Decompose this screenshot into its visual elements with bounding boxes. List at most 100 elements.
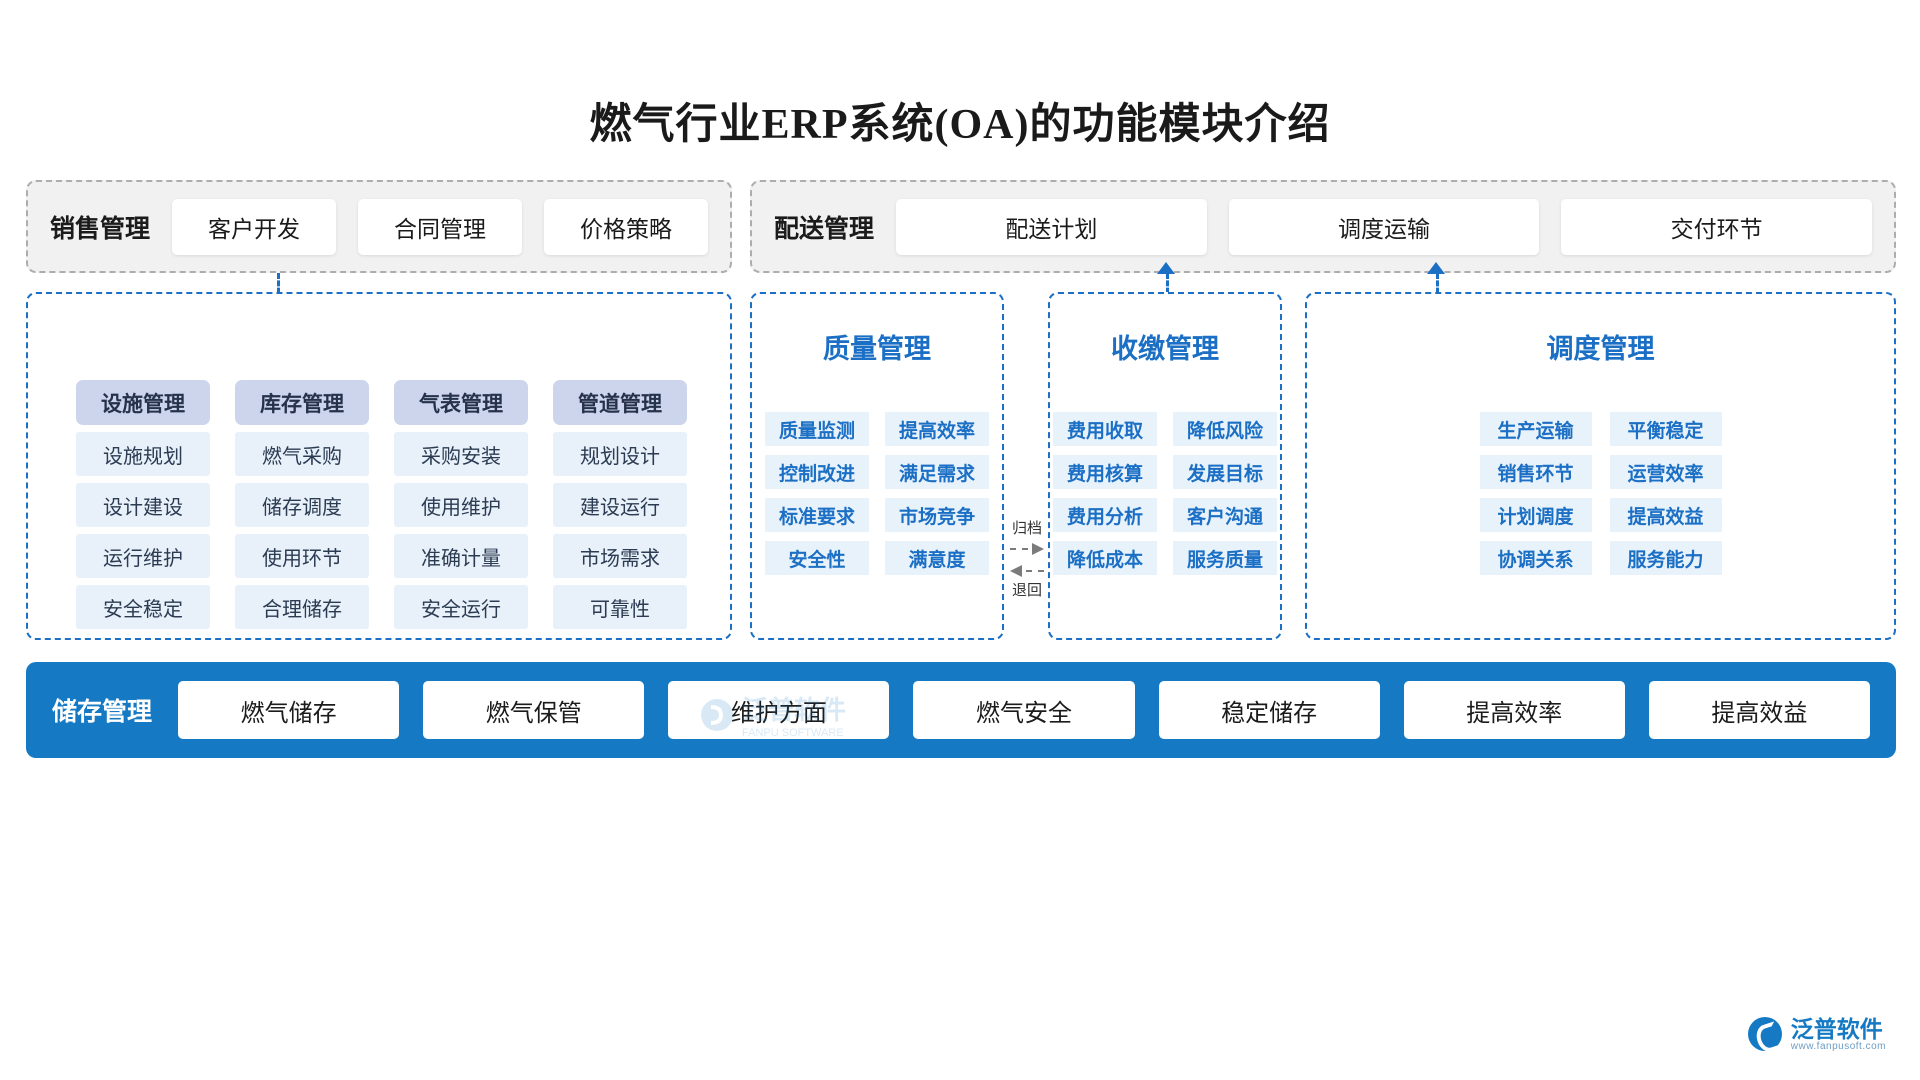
- quality-left-1[interactable]: 控制改进: [765, 455, 869, 489]
- core-cell-inventory-2[interactable]: 使用环节: [235, 534, 369, 578]
- fees-item-grid: 费用收取 费用核算 费用分析 降低成本 降低风险 发展目标 客户沟通 服务质量: [1050, 412, 1280, 575]
- core-cell-gasmeter-1[interactable]: 使用维护: [394, 483, 528, 527]
- quality-left-3[interactable]: 安全性: [765, 541, 869, 575]
- core-cell-facility-2[interactable]: 运行维护: [76, 534, 210, 578]
- dispatch-right-0[interactable]: 平衡稳定: [1609, 412, 1722, 446]
- quality-right-1[interactable]: 满足需求: [885, 455, 989, 489]
- core-cell-facility-0[interactable]: 设施规划: [76, 432, 210, 476]
- delivery-chip-group: 配送计划 调度运输 交付环节: [896, 198, 1872, 255]
- chip-customer-development[interactable]: 客户开发: [172, 198, 337, 255]
- dispatch-left-1[interactable]: 销售环节: [1479, 455, 1592, 489]
- chip-delivery-plan[interactable]: 配送计划: [896, 198, 1207, 255]
- quality-right-2[interactable]: 市场竞争: [885, 498, 989, 532]
- chip-maintenance[interactable]: 维护方面: [668, 681, 890, 739]
- core-cell-facility-3[interactable]: 安全稳定: [76, 585, 210, 629]
- brand-mark-icon: [1747, 1017, 1782, 1052]
- panel-title-sales: 销售管理: [50, 215, 151, 243]
- return-label: 退回: [1011, 583, 1042, 599]
- core-cell-gasmeter-3[interactable]: 安全运行: [394, 585, 528, 629]
- panel-storage-management: 储存管理 燃气储存 燃气保管 维护方面 燃气安全 稳定储存 提高效率 提高效益: [26, 662, 1896, 758]
- chip-price-strategy[interactable]: 价格策略: [544, 198, 709, 255]
- panel-dispatch-management: 调度管理 生产运输 销售环节 计划调度 协调关系 平衡稳定 运营效率 提高效益 …: [1305, 292, 1896, 640]
- dispatch-right-3[interactable]: 服务能力: [1609, 541, 1722, 575]
- fees-left-2[interactable]: 费用分析: [1053, 498, 1157, 532]
- brand-name: 泛普软件: [1790, 1015, 1883, 1042]
- fees-column-left: 费用收取 费用核算 费用分析 降低成本: [1053, 412, 1157, 575]
- core-cell-inventory-1[interactable]: 储存调度: [235, 483, 369, 527]
- core-cell-gasmeter-2[interactable]: 准确计量: [394, 534, 528, 578]
- core-column-facility: 设施管理 设施规划 设计建设 运行维护 安全稳定: [76, 380, 210, 629]
- dispatch-left-2[interactable]: 计划调度: [1479, 498, 1592, 532]
- core-cell-inventory-0[interactable]: 燃气采购: [235, 432, 369, 476]
- dispatch-left-3[interactable]: 协调关系: [1479, 541, 1592, 575]
- fees-left-0[interactable]: 费用收取: [1053, 412, 1157, 446]
- panel-delivery-management: 配送管理 配送计划 调度运输 交付环节: [750, 180, 1896, 273]
- arrow-up-fees-to-delivery: [1157, 262, 1175, 274]
- dispatch-right-1[interactable]: 运营效率: [1609, 455, 1722, 489]
- quality-left-0[interactable]: 质量监测: [765, 412, 869, 446]
- quality-right-3[interactable]: 满意度: [885, 541, 989, 575]
- quality-item-grid: 质量监测 控制改进 标准要求 安全性 提高效率 满足需求 市场竞争 满意度: [752, 412, 1002, 575]
- dispatch-left-0[interactable]: 生产运输: [1479, 412, 1592, 446]
- core-cell-facility-1[interactable]: 设计建设: [76, 483, 210, 527]
- quality-right-0[interactable]: 提高效率: [885, 412, 989, 446]
- core-cell-gasmeter-0[interactable]: 采购安装: [394, 432, 528, 476]
- arrow-up-dispatch-to-delivery: [1427, 262, 1445, 274]
- arrow-right-icon: [1010, 543, 1044, 555]
- connector-dispatch-to-delivery: [1436, 273, 1439, 301]
- chip-delivery-stage[interactable]: 交付环节: [1561, 198, 1872, 255]
- chip-dispatch-transport[interactable]: 调度运输: [1228, 198, 1540, 255]
- fees-column-right: 降低风险 发展目标 客户沟通 服务质量: [1173, 412, 1277, 575]
- core-column-inventory: 库存管理 燃气采购 储存调度 使用环节 合理储存: [235, 380, 369, 629]
- section-title-fees: 收缴管理: [1111, 334, 1219, 364]
- quality-left-2[interactable]: 标准要求: [765, 498, 869, 532]
- fees-right-2[interactable]: 客户沟通: [1173, 498, 1277, 532]
- dispatch-column-right: 平衡稳定 运营效率 提高效益 服务能力: [1609, 412, 1722, 575]
- fees-right-0[interactable]: 降低风险: [1173, 412, 1277, 446]
- chip-stable-storage[interactable]: 稳定储存: [1158, 681, 1380, 739]
- core-column-gasmeter: 气表管理 采购安装 使用维护 准确计量 安全运行: [394, 380, 528, 629]
- core-cell-pipeline-0[interactable]: 规划设计: [553, 432, 687, 476]
- arrow-right-archive-row: [1006, 538, 1048, 560]
- core-cell-pipeline-3[interactable]: 可靠性: [553, 585, 687, 629]
- core-cell-pipeline-2[interactable]: 市场需求: [553, 534, 687, 578]
- panel-sales-management: 销售管理 客户开发 合同管理 价格策略: [26, 180, 732, 273]
- fees-right-3[interactable]: 服务质量: [1173, 541, 1277, 575]
- panel-core-modules: 设施管理 设施规划 设计建设 运行维护 安全稳定 库存管理 燃气采购 储存调度 …: [26, 292, 732, 640]
- fees-left-3[interactable]: 降低成本: [1053, 541, 1157, 575]
- arrow-left-icon: [1010, 565, 1044, 577]
- dispatch-item-grid: 生产运输 销售环节 计划调度 协调关系 平衡稳定 运营效率 提高效益 服务能力: [1307, 412, 1894, 575]
- connector-sales-to-core: [277, 273, 280, 301]
- core-header-inventory[interactable]: 库存管理: [235, 380, 369, 425]
- section-title-quality: 质量管理: [823, 334, 931, 364]
- panel-title-storage: 储存管理: [52, 699, 153, 726]
- exchange-connector: 归档 退回: [1006, 520, 1048, 600]
- core-header-facility[interactable]: 设施管理: [76, 380, 210, 425]
- core-cell-pipeline-1[interactable]: 建设运行: [553, 483, 687, 527]
- core-module-grid: 设施管理 设施规划 设计建设 运行维护 安全稳定 库存管理 燃气采购 储存调度 …: [76, 380, 687, 629]
- chip-improve-benefit[interactable]: 提高效益: [1648, 681, 1870, 739]
- core-header-pipeline[interactable]: 管道管理: [553, 380, 687, 425]
- quality-column-left: 质量监测 控制改进 标准要求 安全性: [765, 412, 869, 575]
- dispatch-right-2[interactable]: 提高效益: [1609, 498, 1722, 532]
- chip-gas-custody[interactable]: 燃气保管: [423, 681, 645, 739]
- core-header-gasmeter[interactable]: 气表管理: [394, 380, 528, 425]
- sales-chip-group: 客户开发 合同管理 价格策略: [172, 198, 709, 255]
- core-column-pipeline: 管道管理 规划设计 建设运行 市场需求 可靠性: [553, 380, 687, 629]
- section-title-dispatch: 调度管理: [1546, 334, 1655, 364]
- connector-fees-to-delivery: [1166, 273, 1169, 301]
- chip-improve-efficiency[interactable]: 提高效率: [1403, 681, 1625, 739]
- fees-left-1[interactable]: 费用核算: [1053, 455, 1157, 489]
- dispatch-column-left: 生产运输 销售环节 计划调度 协调关系: [1479, 412, 1592, 575]
- fees-right-1[interactable]: 发展目标: [1173, 455, 1277, 489]
- core-cell-inventory-3[interactable]: 合理储存: [235, 585, 369, 629]
- panel-title-delivery: 配送管理: [774, 215, 875, 243]
- brand-logo: 泛普软件 www.fanpusoft.com: [1747, 1015, 1886, 1052]
- page-title: 燃气行业ERP系统(OA)的功能模块介绍: [589, 102, 1331, 148]
- arrow-left-return-row: [1006, 560, 1048, 582]
- chip-gas-storage[interactable]: 燃气储存: [178, 681, 400, 739]
- chip-contract-management[interactable]: 合同管理: [358, 198, 523, 255]
- brand-url: www.fanpusoft.com: [1790, 1041, 1886, 1052]
- archive-label: 归档: [1011, 521, 1042, 537]
- chip-gas-safety[interactable]: 燃气安全: [913, 681, 1135, 739]
